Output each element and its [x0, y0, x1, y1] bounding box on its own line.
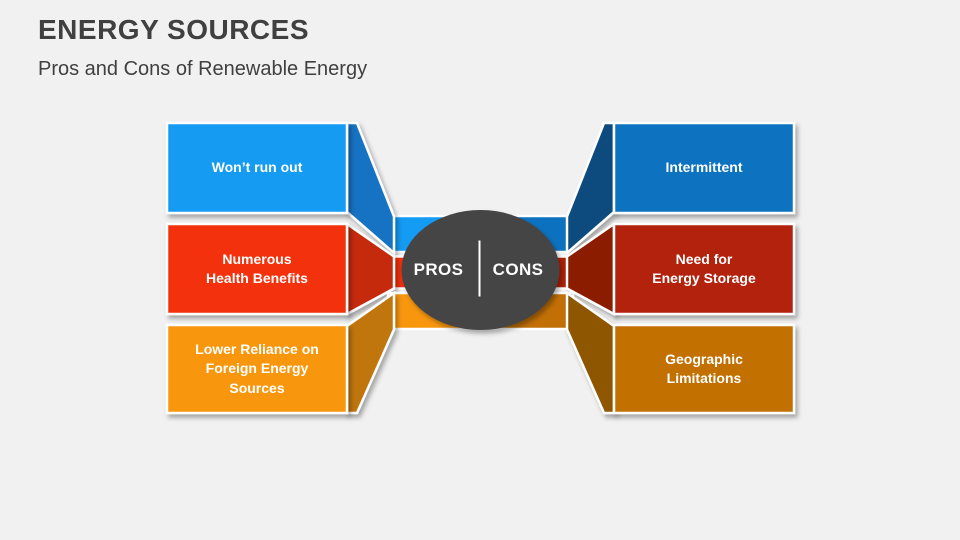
pros-ribbon-1 [165, 121, 484, 256]
pros-box-3 [165, 323, 349, 415]
page-subtitle: Pros and Cons of Renewable Energy [38, 58, 368, 80]
cons-box-2 [612, 222, 796, 316]
cons-box-1 [612, 121, 796, 215]
cons-box-3 [612, 323, 796, 415]
pros-box-2 [165, 222, 349, 316]
page-title: ENERGY SOURCES [38, 14, 309, 45]
pros-box-1 [165, 121, 349, 215]
